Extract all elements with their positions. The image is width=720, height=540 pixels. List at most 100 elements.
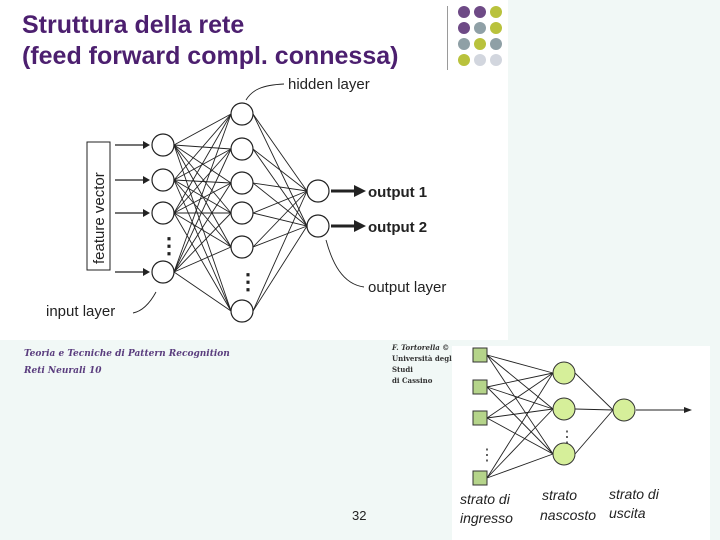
inset-input-label-1: strato di xyxy=(460,491,511,507)
input-neuron xyxy=(151,260,175,284)
inset-input-dots: ⋮ xyxy=(479,447,495,464)
inset-hidden-neuron xyxy=(552,397,576,421)
inset-network-diagram: ⋮ ⋮ strato di ingresso strato nascosto s… xyxy=(460,347,692,526)
author-footer: F. Tortorella © Università degli Studi d… xyxy=(392,342,462,386)
output-arrowheads xyxy=(354,185,366,232)
hidden-neuron xyxy=(230,235,254,259)
dot xyxy=(474,54,486,66)
output-1-label: output 1 xyxy=(368,184,427,201)
edge xyxy=(173,271,232,312)
edge xyxy=(486,386,554,410)
inset-input-unit xyxy=(472,470,488,486)
input-arrowheads xyxy=(143,141,150,276)
edge xyxy=(173,179,232,248)
edge xyxy=(173,144,232,214)
inset-hidden-neuron xyxy=(552,361,576,385)
dot xyxy=(458,54,470,66)
dot xyxy=(458,38,470,50)
inset-input-unit xyxy=(472,379,488,395)
inset-input-label-2: ingresso xyxy=(460,510,513,526)
output-neuron xyxy=(306,214,330,238)
edge xyxy=(486,386,554,455)
dot xyxy=(490,38,502,50)
feature-vector-box xyxy=(86,141,111,271)
edge xyxy=(173,148,232,181)
hidden-neuron xyxy=(230,299,254,323)
edge xyxy=(173,148,232,214)
course-footer: Teoria e Tecniche di Pattern Recognition… xyxy=(24,346,230,380)
edge xyxy=(486,408,554,479)
inset-hidden-label-1: strato xyxy=(542,487,577,503)
inset-hidden-neuron xyxy=(552,442,576,466)
edge xyxy=(252,225,308,312)
edge xyxy=(173,148,232,273)
edge xyxy=(173,113,232,181)
edge xyxy=(173,212,232,273)
edge xyxy=(252,190,308,248)
input-arrows xyxy=(115,144,145,273)
title-line-1: Struttura della rete xyxy=(22,11,245,39)
inset-hidden-dots: ⋮ xyxy=(559,429,575,446)
dot xyxy=(490,6,502,18)
right-background xyxy=(508,0,720,340)
output-neuron xyxy=(306,179,330,203)
edge xyxy=(486,417,554,455)
edge xyxy=(173,246,232,273)
inset-output-arrowhead xyxy=(684,407,692,413)
edge xyxy=(173,212,232,248)
dot xyxy=(458,22,470,34)
edge xyxy=(486,354,554,455)
inset-connection-edges xyxy=(486,354,614,479)
input-layer-callout xyxy=(132,291,157,314)
edge xyxy=(173,212,232,312)
edge xyxy=(252,113,308,192)
feature-vector-label: feature vector xyxy=(91,172,108,264)
edge xyxy=(252,182,308,227)
hidden-layer-label: hidden layer xyxy=(288,76,370,93)
inset-output-label-1: strato di xyxy=(609,486,660,502)
dot xyxy=(490,22,502,34)
edge xyxy=(486,372,554,419)
hidden-ellipsis: ⋮ xyxy=(237,269,259,294)
inset-hidden-label-2: nascosto xyxy=(540,507,596,523)
dot xyxy=(474,22,486,34)
hidden-neuron xyxy=(230,137,254,161)
title-line-2: (feed forward compl. connessa) xyxy=(22,42,399,70)
edge xyxy=(486,354,554,410)
dot xyxy=(490,54,502,66)
dot xyxy=(458,6,470,18)
edge xyxy=(486,372,554,388)
edge xyxy=(252,190,308,214)
edge xyxy=(574,408,614,411)
inset-output-label-2: uscita xyxy=(609,505,646,521)
edge xyxy=(252,148,308,227)
edge xyxy=(173,179,232,214)
edge xyxy=(252,182,308,192)
neuron-nodes xyxy=(151,102,330,323)
course-name: Teoria e Tecniche di Pattern Recognition xyxy=(24,349,230,359)
edge xyxy=(173,182,232,273)
edge xyxy=(173,113,232,146)
edge xyxy=(252,148,308,192)
title-divider xyxy=(447,6,448,70)
slide-title: Struttura della rete (feed forward compl… xyxy=(22,10,398,72)
output-layer-label: output layer xyxy=(368,279,446,296)
inset-neuron-nodes xyxy=(472,347,636,486)
inset-output-neuron xyxy=(612,398,636,422)
inset-input-unit xyxy=(472,410,488,426)
edge xyxy=(486,354,554,374)
edge xyxy=(574,372,614,411)
edge xyxy=(173,182,232,214)
scanned-slide: Struttura della rete (feed forward compl… xyxy=(0,0,508,340)
output-layer-callout xyxy=(325,239,365,288)
dot xyxy=(474,6,486,18)
edge xyxy=(173,113,232,214)
input-neuron xyxy=(151,201,175,225)
input-neuron xyxy=(151,168,175,192)
edge xyxy=(574,409,614,455)
page-number: 32 xyxy=(352,508,367,523)
hidden-neuron xyxy=(230,171,254,195)
inset-input-unit xyxy=(472,347,488,363)
input-ellipsis: ⋮ xyxy=(158,233,180,258)
university-city: di Cassino xyxy=(392,376,433,385)
